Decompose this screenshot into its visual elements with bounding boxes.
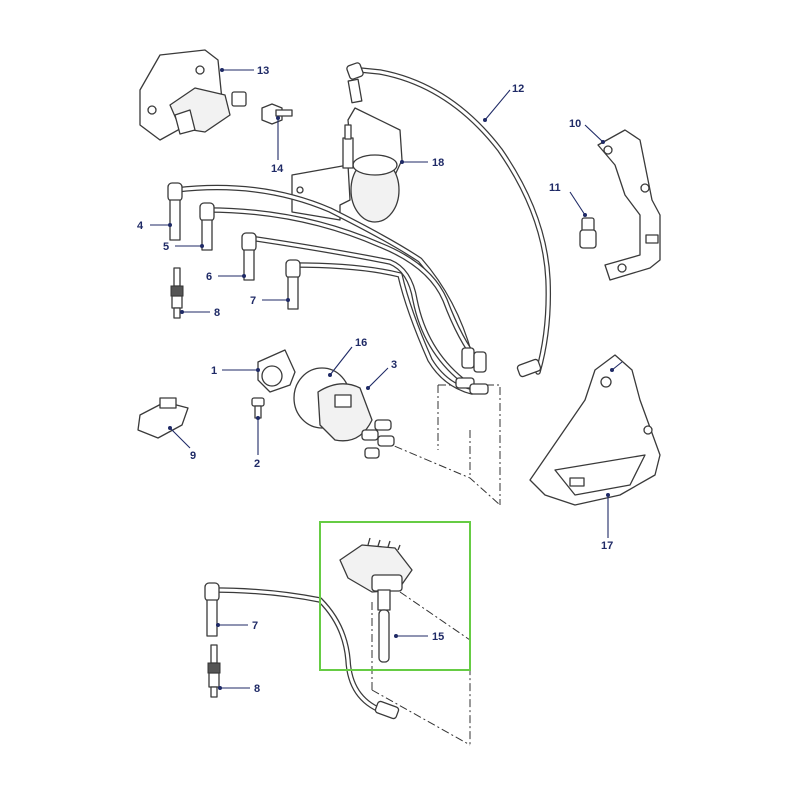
leader-lines	[150, 69, 623, 689]
part-18-coil-bracket[interactable]	[291, 107, 403, 223]
callout-3[interactable]: 3	[391, 359, 397, 371]
callout-8-lower[interactable]: 8	[254, 683, 260, 695]
callout-16[interactable]: 16	[355, 337, 367, 349]
callout-15[interactable]: 15	[432, 631, 444, 643]
part-1-clamp[interactable]	[257, 349, 296, 393]
callout-6[interactable]: 6	[206, 271, 212, 283]
callout-10[interactable]: 10	[569, 118, 581, 130]
callout-8-upper[interactable]: 8	[214, 307, 220, 319]
callout-5[interactable]: 5	[163, 241, 169, 253]
callout-13[interactable]: 13	[257, 65, 269, 77]
part-7-plug-lead[interactable]	[285, 259, 301, 310]
part-17-bracket[interactable]	[529, 354, 661, 506]
part-8-spark-plug-upper[interactable]	[170, 267, 184, 319]
plug-lead-harness[interactable]	[167, 182, 489, 395]
callout-1[interactable]: 1	[211, 365, 217, 377]
callout-14[interactable]: 14	[271, 163, 284, 175]
part-8-spark-plug-lower[interactable]	[207, 644, 221, 698]
part-3-distributor-cap[interactable]	[317, 383, 395, 459]
callout-4[interactable]: 4	[137, 220, 144, 232]
callout-17[interactable]: 17	[601, 540, 613, 552]
callout-9[interactable]: 9	[190, 450, 196, 462]
part-10-bracket[interactable]	[597, 129, 661, 281]
callout-18[interactable]: 18	[432, 157, 444, 169]
part-9-sensor[interactable]	[137, 397, 189, 439]
callout-labels: 13 14 18 12 10 11 4 5 6 7 8 1 2 9 16 3 1…	[137, 65, 613, 695]
part-7-plug-lead-lower[interactable]	[204, 582, 400, 720]
part-14-bolt[interactable]	[261, 103, 293, 125]
callout-11[interactable]: 11	[549, 182, 561, 194]
callout-7-upper[interactable]: 7	[250, 295, 256, 307]
part-4-plug-lead[interactable]	[167, 182, 183, 241]
callout-7-lower[interactable]: 7	[252, 620, 258, 632]
leader-dots	[168, 68, 614, 690]
part-11-stud[interactable]	[579, 217, 597, 249]
callout-2[interactable]: 2	[254, 458, 260, 470]
part-13-coil-bracket[interactable]	[139, 49, 247, 141]
part-6-plug-lead[interactable]	[241, 232, 257, 281]
part-5-plug-lead[interactable]	[199, 202, 215, 251]
callout-12[interactable]: 12	[512, 83, 524, 95]
part-2-screw[interactable]	[251, 397, 265, 419]
part-15-ignition-coil[interactable]	[339, 537, 413, 663]
highlight-box-part-15	[319, 521, 471, 671]
part-12-ht-lead[interactable]	[346, 62, 552, 378]
